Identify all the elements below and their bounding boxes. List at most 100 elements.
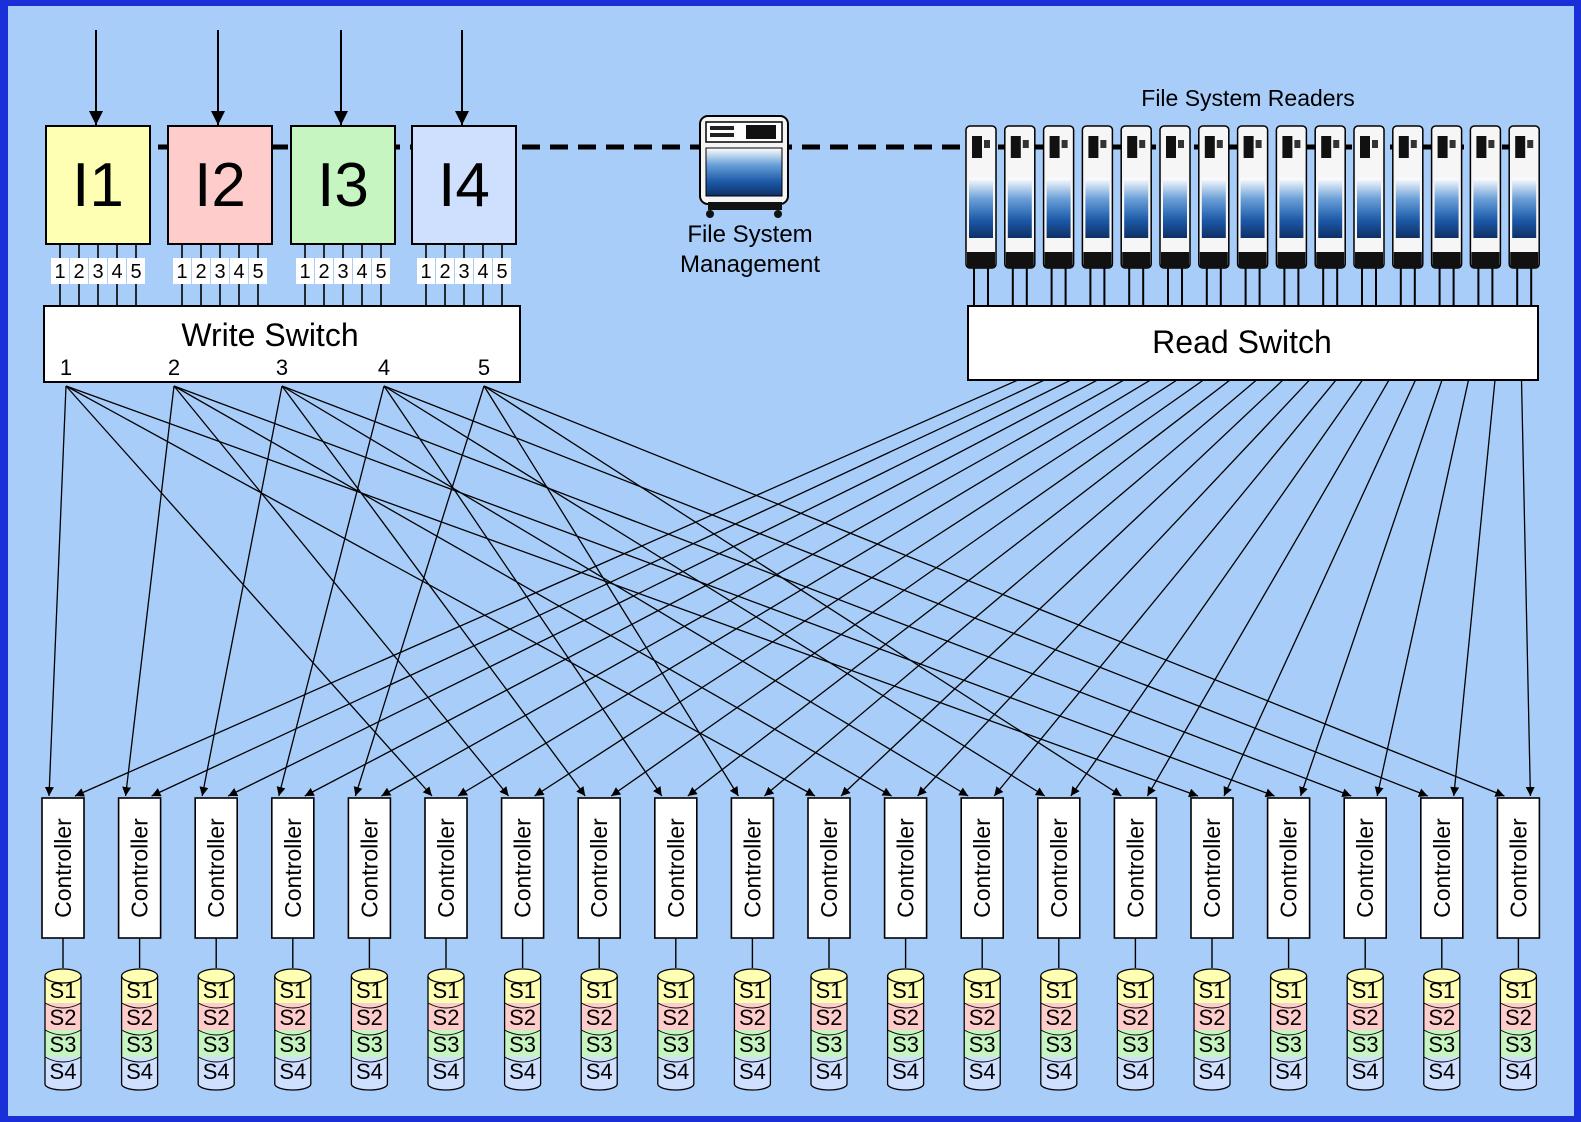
disk-label: S4 — [662, 1059, 689, 1084]
port-label-bg — [211, 258, 229, 284]
disk-divider — [1117, 1029, 1154, 1036]
disk-label: S4 — [1199, 1059, 1226, 1084]
read-link — [74, 379, 1019, 797]
controller-box — [194, 797, 238, 939]
reader-screen — [1395, 178, 1420, 238]
disk-divider — [657, 1029, 695, 1036]
write-link — [383, 385, 1429, 797]
disk-label: S4 — [126, 1059, 153, 1084]
reader-screen — [1279, 178, 1304, 238]
disk-divider — [427, 1029, 465, 1036]
disk-divider — [1423, 1056, 1461, 1063]
read-link — [1146, 379, 1390, 797]
fs-readers-title: File System Readers — [1141, 85, 1354, 111]
server-screen — [705, 147, 783, 197]
reader-panel — [1515, 136, 1526, 158]
disk-label: S4 — [739, 1059, 766, 1084]
reader-light — [1255, 140, 1262, 148]
controller-box — [1496, 797, 1541, 939]
disk-divider — [1346, 1056, 1384, 1063]
disk-top — [274, 968, 312, 984]
controller-16: Controller — [1190, 797, 1234, 968]
controller-box — [424, 797, 468, 939]
ingest-box — [45, 125, 151, 245]
write-link — [65, 385, 1199, 798]
controller-12: Controller — [883, 797, 928, 968]
reader-screen — [1201, 178, 1226, 238]
reader-panel — [1243, 136, 1254, 158]
disk-divider — [657, 1056, 695, 1063]
reader-light — [1333, 140, 1340, 148]
controller-label: Controller — [1122, 818, 1148, 918]
write-link — [122, 385, 175, 797]
disk-divider — [197, 1002, 235, 1009]
disk-label: S3 — [203, 1032, 230, 1057]
disk-label: S2 — [433, 1005, 460, 1030]
controller-box — [960, 797, 1005, 939]
controller-label: Controller — [203, 818, 229, 918]
reader-light — [1449, 140, 1456, 148]
disk-top — [197, 968, 235, 984]
disk-top — [657, 968, 695, 984]
port-number: 2 — [73, 261, 84, 283]
read-link — [1374, 379, 1470, 797]
reader-server-icon — [1004, 125, 1036, 306]
disk-divider — [1117, 1002, 1154, 1009]
disk-label: S2 — [1505, 1005, 1532, 1030]
reader-base — [1432, 252, 1461, 268]
disk-label: S3 — [662, 1032, 689, 1057]
controller-label: Controller — [356, 818, 382, 918]
reader-panel — [1049, 136, 1060, 158]
reader-base — [1510, 252, 1539, 268]
reader-panel — [1127, 136, 1138, 158]
port-label-bg — [51, 258, 69, 284]
controller-20: Controller — [1496, 797, 1541, 968]
port-label-bg — [192, 258, 210, 284]
controller-label: Controller — [1352, 818, 1378, 918]
port-number: 3 — [214, 261, 225, 283]
port-label-bg — [493, 258, 511, 284]
read-link — [1450, 379, 1496, 797]
disk-label: S2 — [892, 1005, 919, 1030]
port-number: 2 — [439, 261, 450, 283]
reader-base — [1238, 252, 1267, 268]
port-number: 4 — [233, 261, 244, 283]
port-number: 4 — [356, 261, 367, 283]
reader-server-icon — [1392, 125, 1424, 306]
disk-divider — [734, 1056, 771, 1063]
reader-screen — [1318, 178, 1343, 238]
write-switch-box — [43, 305, 521, 383]
write-link — [281, 385, 969, 797]
disk-label: S4 — [1505, 1059, 1532, 1084]
port-number: 5 — [375, 261, 386, 283]
disk-label: S2 — [586, 1005, 613, 1030]
reader-server-icon — [1236, 125, 1269, 306]
reader-server-icon — [965, 125, 997, 306]
controller-box — [730, 797, 775, 939]
reader-light — [1139, 140, 1146, 148]
disk-top — [733, 968, 772, 984]
disk-label: S3 — [1045, 1032, 1072, 1057]
write-link — [65, 385, 433, 797]
disk-label: S2 — [662, 1005, 689, 1030]
reader-base — [1471, 252, 1500, 268]
reader-base — [967, 252, 995, 268]
disk-divider — [963, 1002, 1001, 1009]
reader-screen — [1124, 178, 1149, 238]
controller-label: Controller — [1046, 818, 1072, 918]
disk-label: S3 — [969, 1032, 996, 1057]
disk-top — [1269, 968, 1308, 984]
disk-label: S3 — [356, 1032, 383, 1057]
disk-divider — [121, 1029, 158, 1036]
write-link — [281, 385, 1352, 797]
